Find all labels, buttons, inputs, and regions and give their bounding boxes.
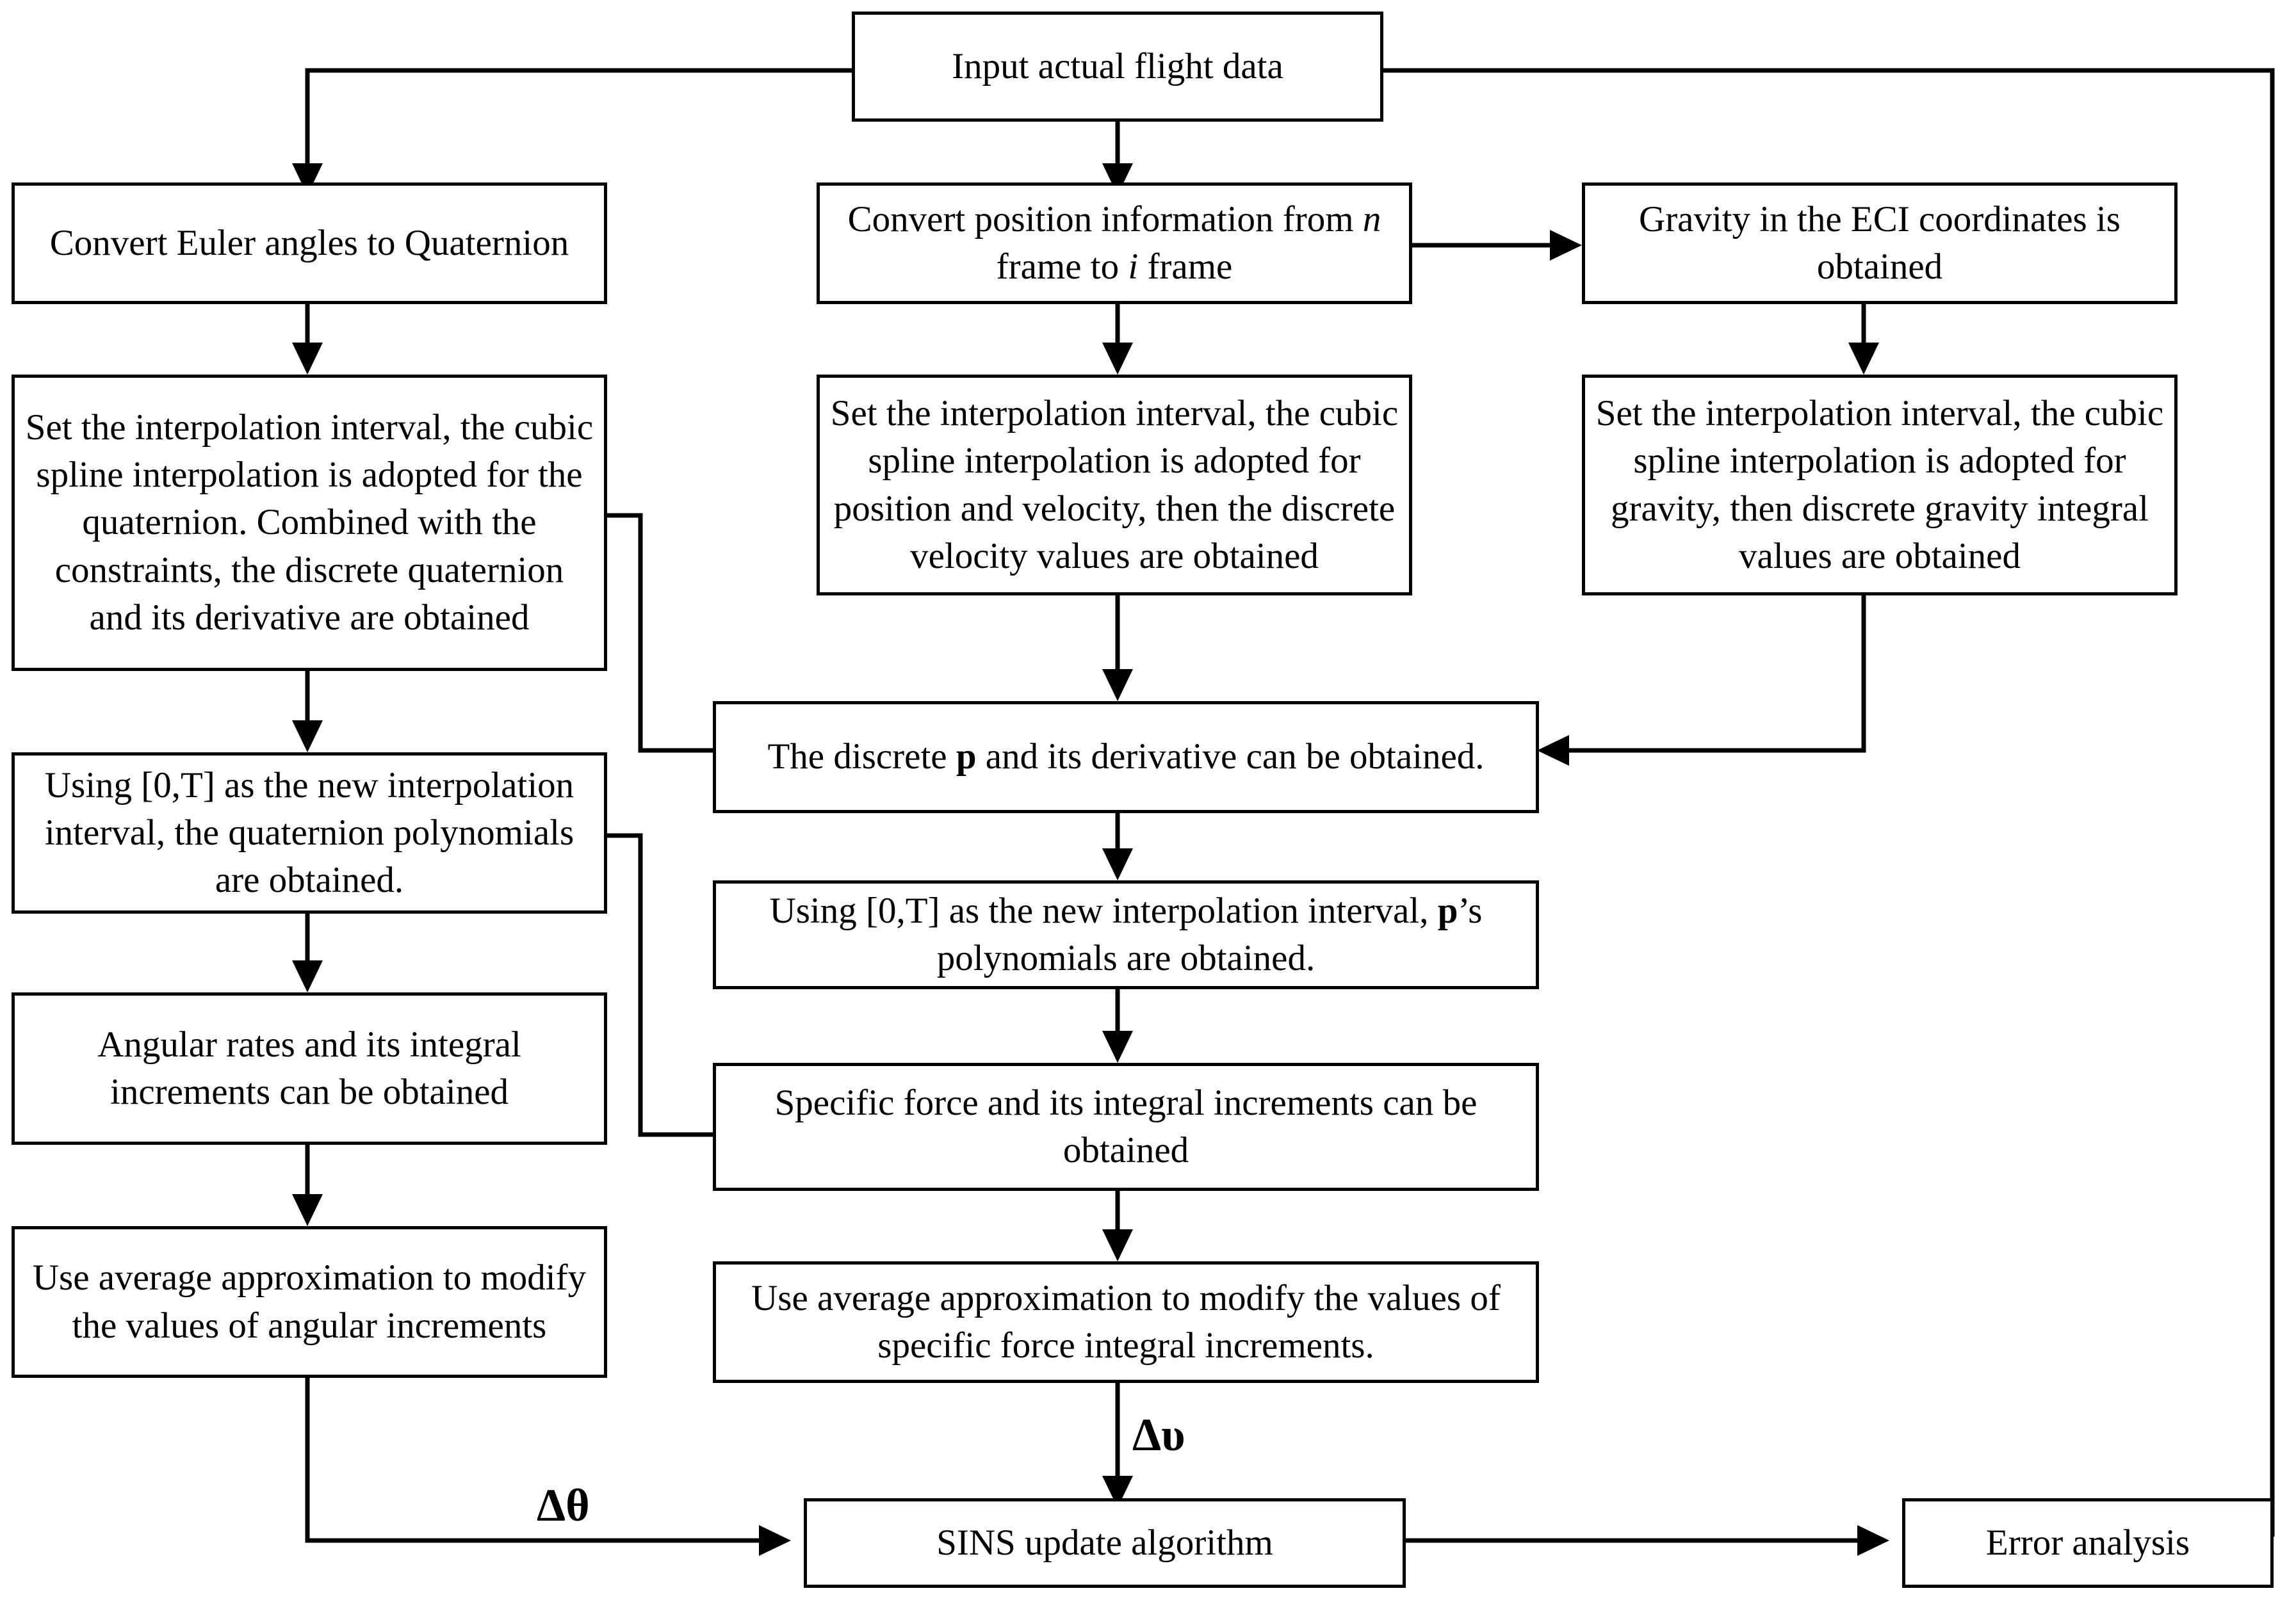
node-label: Error analysis xyxy=(1985,1522,2190,1563)
node-label-part-c: frame xyxy=(1138,247,1233,287)
node-average-angular-increments[interactable]: Use average approximation to modify the … xyxy=(12,1226,607,1378)
node-input-flight-data[interactable]: Input actual flight data xyxy=(852,12,1383,122)
arrowhead-interp-quaternion-to-quat-polynomials xyxy=(292,720,323,752)
node-label-part-a: The discrete xyxy=(767,736,956,777)
wire-interp-gravity-to-discrete-p xyxy=(1550,595,1866,753)
node-label: Convert position information from n fram… xyxy=(830,196,1399,291)
arrowhead-discrete-p-to-p-polynomials xyxy=(1102,848,1133,880)
node-convert-euler[interactable]: Convert Euler angles to Quaternion xyxy=(12,182,607,304)
node-interp-quaternion[interactable]: Set the interpolation interval, the cubi… xyxy=(12,375,607,671)
arrowhead-sins-to-error-analysis xyxy=(1857,1525,1889,1556)
node-label-part-b: frame to xyxy=(996,247,1128,287)
node-label: SINS update algorithm xyxy=(936,1522,1273,1563)
node-p-polynomials[interactable]: Using [0,T] as the new interpolation int… xyxy=(713,880,1539,989)
frame-n-symbol: n xyxy=(1362,198,1381,239)
arrowhead-interp-gravity-to-discrete-p xyxy=(1537,735,1569,766)
node-label: Angular rates and its integral increment… xyxy=(97,1024,521,1112)
node-interp-gravity[interactable]: Set the interpolation interval, the cubi… xyxy=(1582,375,2178,595)
node-label: Using [0,T] as the new interpolation int… xyxy=(44,764,574,901)
node-label: Use average approximation to modify the … xyxy=(32,1257,587,1346)
wire-input-to-convert-euler xyxy=(305,68,852,182)
node-sins-update-algorithm[interactable]: SINS update algorithm xyxy=(804,1498,1406,1588)
node-label: Set the interpolation interval, the cubi… xyxy=(1595,393,2164,576)
arrowhead-p-polynomials-to-specific-force xyxy=(1102,1031,1133,1063)
arrowhead-euler-to-interp-quaternion xyxy=(292,343,323,375)
node-discrete-p[interactable]: The discrete p and its derivative can be… xyxy=(713,701,1539,813)
node-label: Input actual flight data xyxy=(952,45,1283,86)
arrowhead-interp-posvel-to-discrete-p xyxy=(1102,669,1133,701)
arrowhead-quat-polynomials-to-angular-rates xyxy=(292,960,323,992)
node-label-part-c: ’s polynomials are obtained. xyxy=(936,890,1483,978)
node-label-part-a: Using [0,T] as the new interpolation int… xyxy=(769,890,1438,931)
node-error-analysis[interactable]: Error analysis xyxy=(1902,1498,2274,1588)
node-label: Set the interpolation interval, the cubi… xyxy=(830,393,1399,576)
node-interp-position-velocity[interactable]: Set the interpolation interval, the cubi… xyxy=(817,375,1412,595)
node-convert-position[interactable]: Convert position information from n fram… xyxy=(817,182,1412,304)
node-label: Convert Euler angles to Quaternion xyxy=(49,222,569,263)
vector-p-symbol: p xyxy=(1437,890,1458,931)
node-label: The discrete p and its derivative can be… xyxy=(726,733,1526,780)
vector-p-symbol: p xyxy=(956,736,977,777)
node-label: Using [0,T] as the new interpolation int… xyxy=(726,887,1526,982)
arrowhead-avg-angular-to-sins xyxy=(759,1525,791,1556)
edge-label-delta-theta: Δθ xyxy=(537,1480,590,1531)
node-gravity-eci[interactable]: Gravity in the ECI coordinates is obtain… xyxy=(1582,182,2178,304)
node-label: Use average approximation to modify the … xyxy=(751,1277,1501,1366)
node-angular-rates[interactable]: Angular rates and its integral increment… xyxy=(12,992,607,1145)
arrowhead-angular-rates-to-avg-angular xyxy=(292,1194,323,1226)
edge-label-delta-upsilon: Δυ xyxy=(1132,1409,1185,1460)
arrowhead-position-to-interp-posvel xyxy=(1102,343,1133,375)
arrowhead-convert-position-to-gravity xyxy=(1550,230,1582,261)
node-label: Gravity in the ECI coordinates is obtain… xyxy=(1639,198,2121,287)
node-label: Set the interpolation interval, the cubi… xyxy=(25,407,594,638)
arrowhead-specific-force-to-avg-specific xyxy=(1102,1229,1133,1261)
node-quaternion-polynomials[interactable]: Using [0,T] as the new interpolation int… xyxy=(12,752,607,914)
arrowhead-gravity-to-interp-gravity xyxy=(1848,343,1879,375)
node-label: Specific force and its integral incremen… xyxy=(774,1082,1478,1170)
node-label-part-a: Convert position information from xyxy=(847,198,1363,239)
node-average-specific-force[interactable]: Use average approximation to modify the … xyxy=(713,1261,1539,1383)
frame-i-symbol: i xyxy=(1128,247,1139,287)
node-specific-force[interactable]: Specific force and its integral incremen… xyxy=(713,1063,1539,1191)
node-label-part-c: and its derivative can be obtained. xyxy=(976,736,1485,777)
